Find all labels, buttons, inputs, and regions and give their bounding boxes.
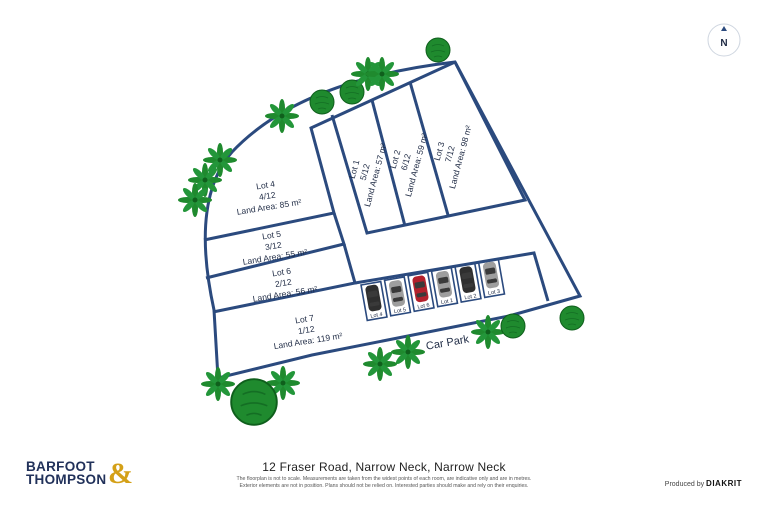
north-compass-icon: N — [707, 23, 741, 57]
car-park-boundary — [354, 251, 550, 302]
parking-bay: Lot 2 — [454, 262, 482, 303]
svg-text:Lot 7: Lot 7 — [294, 313, 315, 326]
tree-icon — [230, 378, 278, 426]
parking-bay: Lot 1 — [430, 266, 459, 308]
bay-label: Lot 6 — [417, 303, 430, 311]
bay-label: Lot 2 — [464, 293, 477, 301]
lot1-2-3-boundary — [330, 61, 528, 235]
svg-text:7/12: 7/12 — [443, 145, 457, 164]
car-icon — [388, 279, 406, 308]
lot1-label: Lot 1 5/12 Land Area: 57 m² — [347, 142, 389, 208]
fern-icon — [265, 99, 299, 133]
parking-bay: Lot 3 — [477, 257, 506, 299]
parking-bay: Lot 6 — [407, 271, 435, 313]
lot3-label: Lot 3 7/12 Land Area: 98 m² — [432, 124, 474, 190]
fern-icon — [203, 143, 237, 177]
svg-text:N: N — [720, 38, 727, 49]
brand-logo: BARFOOT THOMPSON & — [26, 457, 133, 490]
car-icon — [435, 270, 453, 299]
parking-bay: Lot 5 — [383, 276, 412, 317]
svg-text:Lot 4: Lot 4 — [255, 179, 276, 192]
svg-text:Lot 6: Lot 6 — [271, 266, 292, 279]
producer-credit: Produced by DIAKRIT — [664, 479, 742, 488]
fern-icon — [201, 367, 235, 401]
tree-icon — [425, 37, 451, 63]
svg-text:1/12: 1/12 — [297, 324, 315, 337]
parking-bay: Lot 4 — [360, 280, 388, 322]
car-icon — [411, 274, 430, 303]
svg-text:3/12: 3/12 — [264, 240, 282, 253]
svg-text:6/12: 6/12 — [399, 153, 413, 172]
svg-text:2/12: 2/12 — [274, 277, 292, 290]
svg-text:5/12: 5/12 — [358, 163, 372, 182]
bay-label: Lot 3 — [488, 289, 501, 297]
svg-text:Lot 5: Lot 5 — [261, 229, 282, 242]
parking-bays: Lot 4 Lot 5 Lot 6 Lot 1 Lot 2 Lot 3 — [360, 257, 506, 322]
tree-icon — [559, 305, 585, 331]
lot4-boundary — [203, 60, 456, 242]
car-icon — [482, 261, 500, 289]
bay-label: Lot 1 — [441, 298, 454, 306]
bay-label: Lot 5 — [394, 307, 407, 315]
lot-divider-2-3 — [408, 81, 450, 216]
disclaimer: The floorplan is not to scale. Measureme… — [236, 476, 532, 489]
property-address: 12 Fraser Road, Narrow Neck, Narrow Neck — [262, 460, 506, 474]
svg-text:Lot 2: Lot 2 — [388, 149, 403, 170]
car-icon — [364, 284, 383, 312]
svg-text:Lot 1: Lot 1 — [347, 159, 362, 180]
bay-label: Lot 4 — [370, 312, 383, 320]
svg-text:Lot 3: Lot 3 — [432, 141, 447, 162]
lot-divider-1-2 — [370, 99, 407, 227]
tree-icon — [500, 313, 526, 339]
car-icon — [458, 265, 477, 294]
car-park-label: Car Park — [425, 333, 470, 352]
svg-text:4/12: 4/12 — [258, 190, 276, 203]
tree-icon — [309, 89, 335, 115]
fern-icon — [471, 315, 505, 349]
lot4-label: Lot 4 4/12 Land Area: 85 m² — [236, 179, 302, 217]
lot2-label: Lot 2 6/12 Land Area: 59 m² — [388, 132, 430, 198]
lot7-label: Lot 7 1/12 Land Area: 119 m² — [273, 313, 343, 352]
lot6-label: Lot 6 2/12 Land Area: 56 m² — [252, 266, 318, 304]
